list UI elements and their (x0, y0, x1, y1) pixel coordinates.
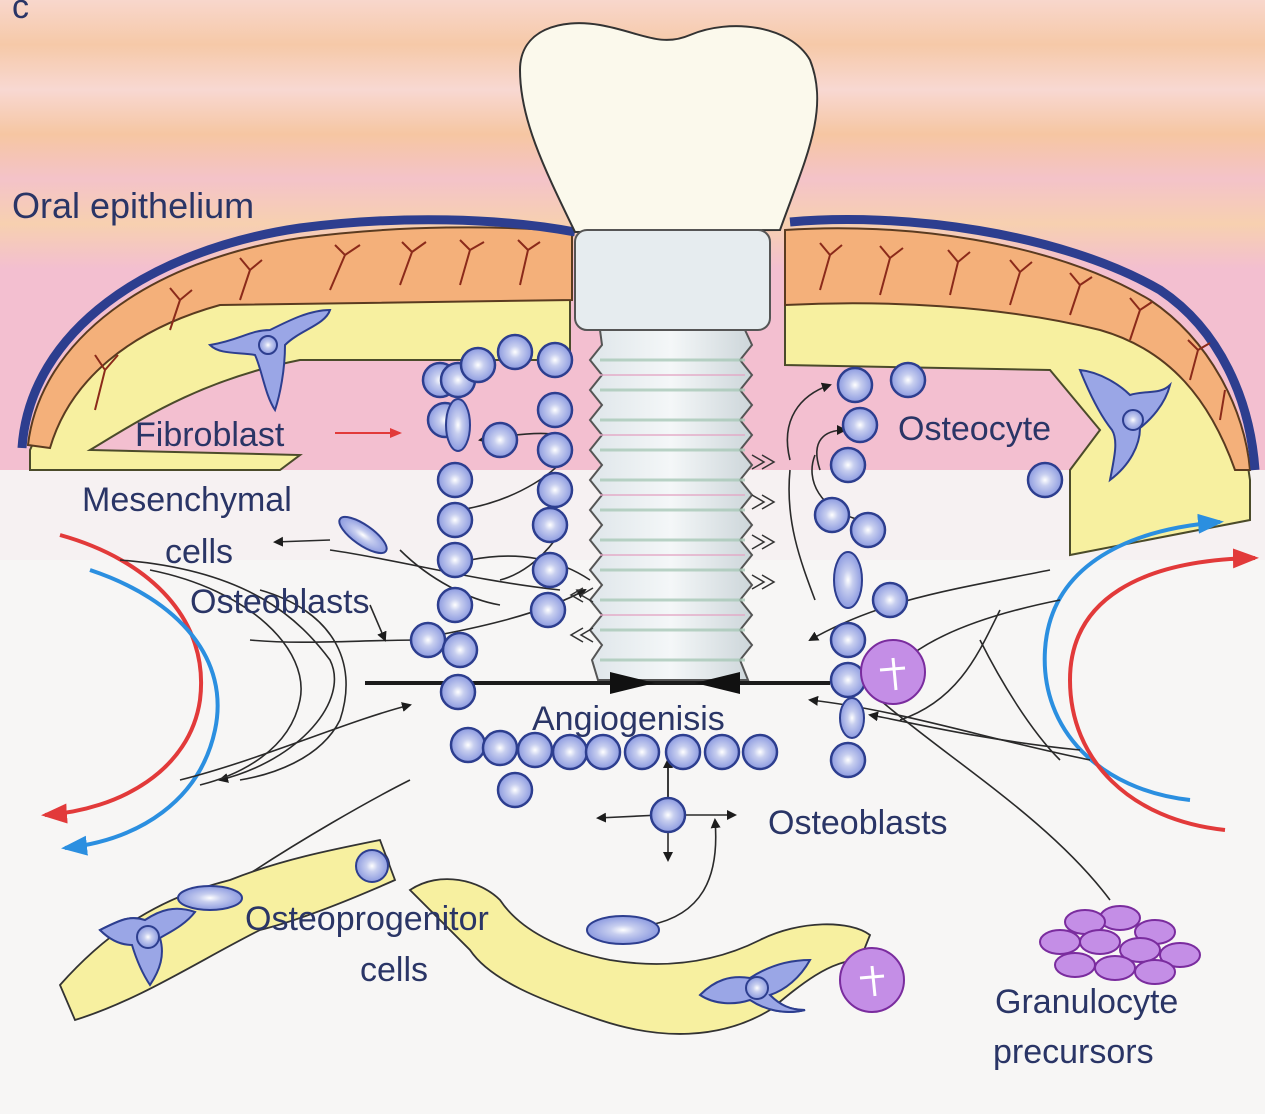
osteoprogenitor-mid-nucleus (746, 977, 768, 999)
osteoblast-cell (438, 463, 472, 497)
osteoblast-cell (538, 343, 572, 377)
label-granulocyte: Granulocyte (995, 983, 1178, 1021)
osteoblast-cell (851, 513, 885, 547)
osteoblast-cell (1028, 463, 1062, 497)
osteoblast-cell (831, 448, 865, 482)
osteoblast-cell (743, 735, 777, 769)
osteoblast-cell (873, 583, 907, 617)
bottom-left-cell-nucleus (137, 926, 159, 948)
osteoblast-cell (538, 393, 572, 427)
label-granulocyte-precursors: precursors (993, 1033, 1154, 1071)
label-mesenchymal: Mesenchymal (82, 481, 292, 519)
osteoblast-cell (461, 348, 495, 382)
osteoblast-cell (538, 473, 572, 507)
osteoblast-cell (815, 498, 849, 532)
osteoblast-cell (533, 508, 567, 542)
label-osteoblasts-left: Osteoblasts (190, 583, 370, 621)
label-oral-epithelium: Oral epithelium (12, 185, 254, 226)
osteoblast-cell (441, 675, 475, 709)
osteoblast-cell (498, 773, 532, 807)
label-osteoprogenitor-cells: cells (360, 951, 428, 989)
osteoblast-cell (666, 735, 700, 769)
osteoblast-cell (443, 633, 477, 667)
osteoblast-cell (438, 543, 472, 577)
panel-letter: c (12, 0, 29, 26)
osteoblast-cell (438, 588, 472, 622)
osteoblast-cell (843, 408, 877, 442)
label-mesenchymal-cells: cells (165, 533, 233, 571)
osteoblast-cell (705, 735, 739, 769)
osteoblast-cell (651, 798, 685, 832)
implant-abutment (575, 230, 770, 330)
osteoblast-cell (533, 553, 567, 587)
label-osteoblasts-bottom: Osteoblasts (768, 804, 948, 842)
osteoblast-cell (483, 731, 517, 765)
label-angiogenesis: Angiogenisis (532, 700, 725, 738)
label-osteoprogenitor: Osteoprogenitor (245, 900, 489, 938)
label-fibroblast: Fibroblast (135, 416, 285, 454)
osteoblast-cell (553, 735, 587, 769)
osteoblast-cell (586, 735, 620, 769)
osteoblast-cell (831, 623, 865, 657)
osteoblast-cell (498, 335, 532, 369)
osteoblast-cell (451, 728, 485, 762)
osteoblast-cell (625, 735, 659, 769)
implant-threaded-body (590, 330, 752, 680)
implant-crown (520, 23, 817, 232)
osteoblast-cell (531, 593, 565, 627)
osteoblast-cell (518, 733, 552, 767)
label-osteocyte: Osteocyte (898, 410, 1051, 448)
osteoblast-cell (483, 423, 517, 457)
osteoblast-cell (891, 363, 925, 397)
osteoblast-cell (831, 743, 865, 777)
osteoblast-cell (838, 368, 872, 402)
osteoblast-cell (438, 503, 472, 537)
osteoblast-cell (538, 433, 572, 467)
osteoblast-cell (411, 623, 445, 657)
osteoblast-cell (831, 663, 865, 697)
